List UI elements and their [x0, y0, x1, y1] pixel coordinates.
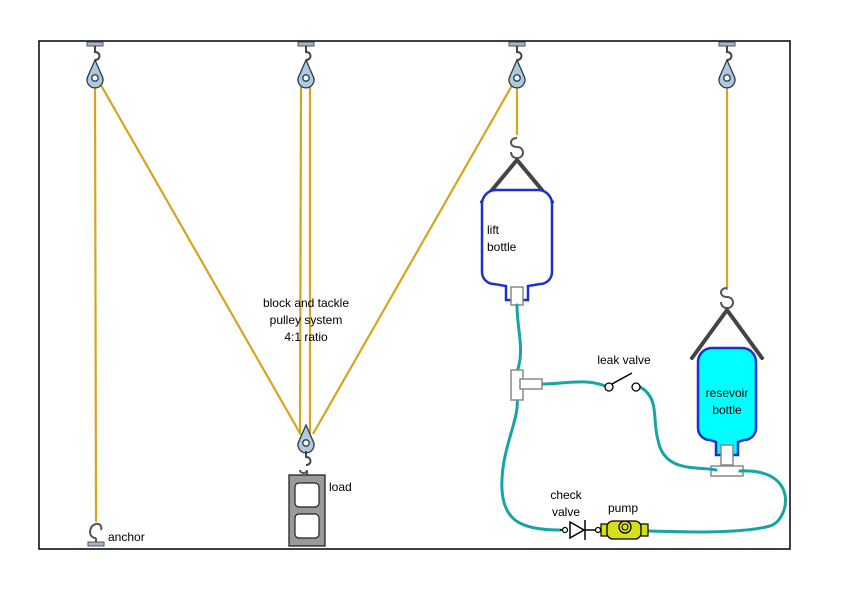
check-valve-icon [560, 520, 602, 540]
frame-border [38, 40, 791, 550]
s-hook-icon [720, 287, 734, 309]
tube-reservoir-to-pump [646, 469, 787, 534]
reservoir-label-line2: bottle [712, 403, 742, 417]
pulley-icon [508, 41, 526, 89]
check-valve-label-line2: valve [552, 505, 580, 519]
anchor-hook-icon [87, 522, 105, 547]
lift-bottle-label-line1: lift [487, 223, 500, 237]
reservoir-bottle [696, 346, 758, 457]
tube-group [500, 303, 787, 534]
reservoir-bottle-sling [690, 308, 764, 360]
system-title-line2: pulley system [270, 313, 343, 327]
tube-tee-to-check [500, 396, 562, 532]
tube-tee-to-valve [539, 380, 607, 388]
rope-anchor [93, 79, 98, 523]
pulley-icon [297, 423, 315, 466]
pump-icon [600, 520, 649, 540]
system-title-line3: 4:1 ratio [284, 330, 328, 344]
pump-label: pump [608, 501, 638, 515]
tube-valve-to-reservoir [638, 385, 718, 472]
reservoir-bottle-nozzle [720, 444, 734, 466]
pulley-icon [718, 41, 736, 89]
leak-valve-label: leak valve [597, 353, 651, 367]
reservoir-label-line1: resevoir [706, 386, 749, 400]
lift-bottle-label-line1b: bottle [487, 240, 517, 254]
pulley-icon [297, 41, 315, 89]
tee-fitting-icon [510, 369, 543, 401]
leak-valve-icon [604, 372, 641, 392]
load-label: load [329, 480, 352, 494]
lift-bottle-nozzle [510, 286, 524, 306]
anchor-label: anchor [108, 530, 145, 544]
lift-bottle [480, 188, 554, 302]
pulley-icon [86, 41, 104, 89]
rope-pulley-1 [97, 79, 302, 436]
rope-group [93, 79, 729, 523]
system-title-line1: block and tackle [263, 296, 349, 310]
rope-pulley-2 [298, 84, 303, 435]
tube-lift-to-tee [515, 303, 523, 374]
cinder-block-icon [288, 469, 326, 547]
rope-pulley-4 [312, 81, 515, 435]
s-hook-icon [510, 137, 524, 159]
check-valve-label-line1: check [550, 488, 582, 502]
